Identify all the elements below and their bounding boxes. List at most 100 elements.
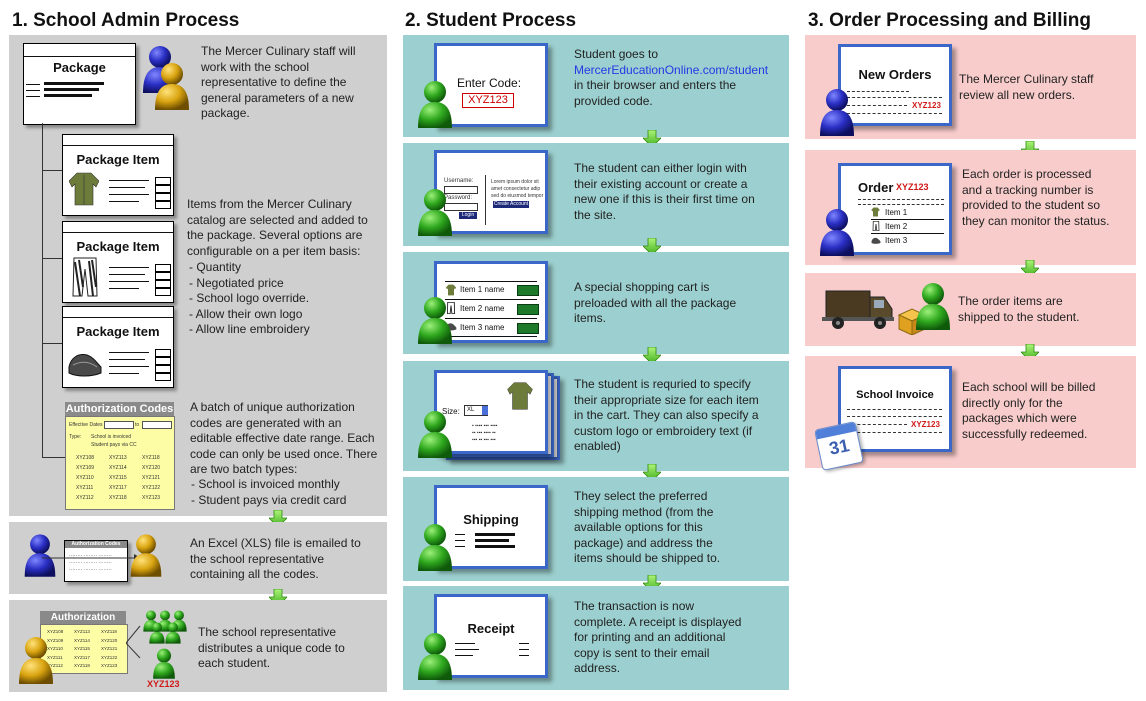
cart-item-1-label: Item 1 name <box>460 285 505 294</box>
code-input[interactable]: XYZ123 <box>462 93 514 108</box>
auth-code: XYZ117 <box>74 654 90 660</box>
create-account-button[interactable]: Create Account <box>493 201 529 208</box>
chef-pants-icon <box>72 257 98 297</box>
school-rep-person-icon <box>155 63 189 110</box>
student-step6-text: The transaction is now complete. A recei… <box>574 599 742 675</box>
package-item-card-3: Package Item <box>62 306 174 388</box>
excel-file-card: Authorization Codes ········ ········ ··… <box>64 540 128 582</box>
new-orders-card: New Orders XYZ123 <box>838 44 952 126</box>
admin-step4-text: An Excel (XLS) file is emailed to the sc… <box>190 536 361 581</box>
cart-item-qty[interactable] <box>517 285 539 296</box>
order-step2-text: Each order is processed and a tracking n… <box>962 167 1110 228</box>
auth-code: XYZ122 <box>101 654 118 660</box>
shipping-card: Shipping <box>434 485 548 569</box>
auth-code: XYZ120 <box>142 465 161 471</box>
invoice-code: XYZ123 <box>911 420 940 429</box>
tree-line-vertical <box>42 123 43 458</box>
package-card: Package <box>23 43 136 125</box>
distribute-codes-header: Authorization Codes <box>40 611 126 636</box>
auth-code: XYZ118 <box>74 663 90 668</box>
tree-line-1 <box>42 170 62 171</box>
tree-line-2 <box>42 258 62 259</box>
password-input[interactable] <box>444 203 478 211</box>
receipt-title: Receipt <box>467 621 515 636</box>
order-item-3: Item 3 <box>885 236 908 245</box>
login-button[interactable]: Login <box>459 212 477 219</box>
size-label: Size: <box>442 407 460 416</box>
batch-type-item: - School is invoiced monthly <box>191 477 340 491</box>
package-item-title: Package Item <box>76 324 160 339</box>
jacket-thumb-icon <box>446 284 456 296</box>
student-person-icon <box>418 81 452 128</box>
auth-code: XYZ112 <box>47 663 63 668</box>
student-person-icon <box>418 524 452 571</box>
option-item: - Allow line embroidery <box>189 322 310 336</box>
cart-item-qty[interactable] <box>517 323 539 334</box>
pants-thumb-icon <box>446 302 456 314</box>
right-arrow-icon <box>42 554 141 562</box>
shipping-title: Shipping <box>463 512 519 527</box>
auth-code: XYZ112 <box>76 495 94 501</box>
auth-code: XYZ108 <box>47 629 64 634</box>
shoe-thumb-icon <box>871 237 881 244</box>
order-code: XYZ123 <box>896 182 929 192</box>
auth-code: XYZ110 <box>76 475 94 481</box>
order-item-2: Item 2 <box>885 222 908 231</box>
student-person-icon <box>153 648 175 679</box>
column-title-admin: 1. School Admin Process <box>12 10 240 31</box>
delivery-truck-icon <box>822 290 894 329</box>
auth-code: XYZ118 <box>101 629 117 634</box>
cart-card: Item 1 name Item 2 name Item 3 name <box>434 261 548 343</box>
tree-line-3 <box>42 343 62 344</box>
auth-code: XYZ118 <box>142 455 160 461</box>
student-person-icon <box>418 411 452 458</box>
batch-types-list: - School is invoiced monthly - Student p… <box>191 477 381 508</box>
student-step5-text: They select the preferred shipping metho… <box>574 489 721 565</box>
auth-code: XYZ121 <box>142 475 161 481</box>
student-person-icon <box>418 297 452 344</box>
option-item: - Negotiated price <box>189 275 284 290</box>
auth-code: XYZ123 <box>101 663 118 668</box>
package-item-card-1: Package Item <box>62 134 174 216</box>
login-card: Username: Password: Login Lorem ipsum do… <box>434 150 548 234</box>
package-title: Package <box>53 60 106 75</box>
package-item-title: Package Item <box>76 239 160 254</box>
chef-shoe-icon <box>68 354 102 377</box>
size-card: Size: XL ▪ ▪▪▪▪ ▪▪▪ ▪▪▪▪ ▪▪ ▪▪▪ ▪▪▪▪ ▪▪ … <box>434 370 548 454</box>
new-orders-title: New Orders <box>858 67 932 82</box>
auth-code: XYZ118 <box>109 495 127 501</box>
distribute-lines <box>126 625 141 659</box>
auth-code: XYZ109 <box>76 465 95 471</box>
student-step2-text: The student can either login with their … <box>574 161 755 222</box>
password-label: Password: <box>444 195 473 201</box>
username-input[interactable] <box>444 186 478 194</box>
enter-code-label: Enter Code: <box>457 76 522 90</box>
school-rep-person-icon <box>19 637 53 684</box>
excel-header: Authorization Codes <box>65 541 127 548</box>
student-site-link[interactable]: MercerEducationOnline.com/student <box>574 62 769 77</box>
auth-code: XYZ110 <box>47 646 63 651</box>
auth-code: XYZ113 <box>109 455 127 461</box>
cart-item-qty[interactable] <box>517 304 539 315</box>
auth-code: XYZ114 <box>74 637 90 643</box>
auth-code: XYZ115 <box>109 475 127 481</box>
student-step4-text: The student is requried to specify their… <box>574 377 759 453</box>
student-person-icon <box>916 283 950 330</box>
student-step1-text: Student goes to MercerEducationOnline.co… <box>574 47 779 109</box>
student-step3-text: A special shopping cart is preloaded wit… <box>574 280 737 325</box>
staff-person-icon <box>820 209 854 256</box>
order-item-1: Item 1 <box>885 208 908 217</box>
auth-code: XYZ115 <box>74 646 90 651</box>
student-code-label: XYZ123 <box>147 679 180 689</box>
order-title: Order <box>858 180 894 195</box>
order-card: Order XYZ123 Item 1 Item 2 Item 3 <box>838 163 952 255</box>
order-step4-text: Each school will be billed directly only… <box>962 380 1096 441</box>
admin-step1-text: The Mercer Culinary staff will work with… <box>201 44 356 120</box>
admin-options-list: - Quantity - Negotiated price - School l… <box>189 260 369 338</box>
auth-code: XYZ113 <box>74 629 90 634</box>
order-step3-text: The order items are shipped to the stude… <box>958 294 1080 324</box>
admin-step2-text: Items from the Mercer Culinary catalog a… <box>187 197 368 258</box>
auth-code: XYZ109 <box>47 637 64 643</box>
batch-type-item: - Student pays via credit card <box>191 492 347 507</box>
